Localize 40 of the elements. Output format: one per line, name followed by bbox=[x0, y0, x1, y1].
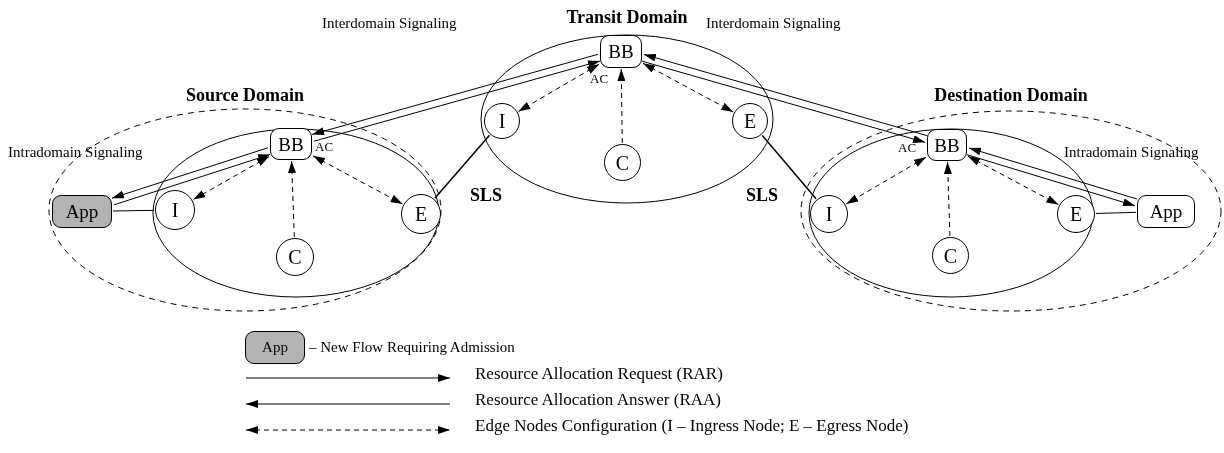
signaling-label: Intradomain Signaling bbox=[8, 143, 143, 161]
broker-box: BB bbox=[600, 35, 642, 68]
side-label: AC bbox=[590, 72, 609, 85]
domain-title: Transit Domain bbox=[566, 6, 688, 28]
domain-title: Source Domain bbox=[185, 84, 305, 106]
arrow bbox=[966, 154, 1136, 207]
arrow bbox=[311, 53, 599, 136]
link-line bbox=[434, 134, 491, 199]
arrow bbox=[643, 53, 928, 137]
domain-title: Destination Domain bbox=[934, 84, 1088, 106]
edge-label: SLS bbox=[744, 186, 780, 204]
arrow bbox=[617, 68, 626, 144]
link-line bbox=[1095, 211, 1137, 214]
arrow bbox=[288, 160, 296, 238]
legend-text: Edge Nodes Configuration (I – Ingress Node; E – Egress Node) bbox=[475, 415, 909, 436]
arrow bbox=[967, 155, 1059, 206]
arrow bbox=[943, 161, 952, 237]
legend-text: Resource Allocation Request (RAR) bbox=[475, 363, 723, 384]
app-box: App bbox=[52, 195, 112, 228]
link-line bbox=[112, 209, 155, 212]
arrow bbox=[111, 147, 269, 199]
legend-swatch: App bbox=[245, 331, 305, 364]
arrow bbox=[968, 147, 1138, 200]
side-label: AC bbox=[898, 141, 917, 154]
arrow bbox=[313, 60, 601, 142]
legend-text: Resource Allocation Answer (RAA) bbox=[475, 389, 721, 410]
legend-text: – New Flow Requiring Admission bbox=[309, 338, 515, 358]
signaling-label: Interdomain Signaling bbox=[706, 14, 841, 32]
arrow bbox=[312, 155, 403, 205]
link-line bbox=[761, 134, 817, 200]
signaling-label: Intradomain Signaling bbox=[1064, 143, 1199, 161]
signaling-label: Interdomain Signaling bbox=[322, 14, 457, 32]
side-label: AC bbox=[315, 140, 334, 153]
edge-label: SLS bbox=[468, 186, 504, 204]
app-box: App bbox=[1137, 195, 1195, 228]
arrow bbox=[642, 62, 734, 113]
arrow bbox=[113, 153, 271, 206]
broker-box: BB bbox=[270, 128, 312, 160]
broker-box: BB bbox=[927, 129, 967, 161]
arrow bbox=[641, 60, 926, 143]
